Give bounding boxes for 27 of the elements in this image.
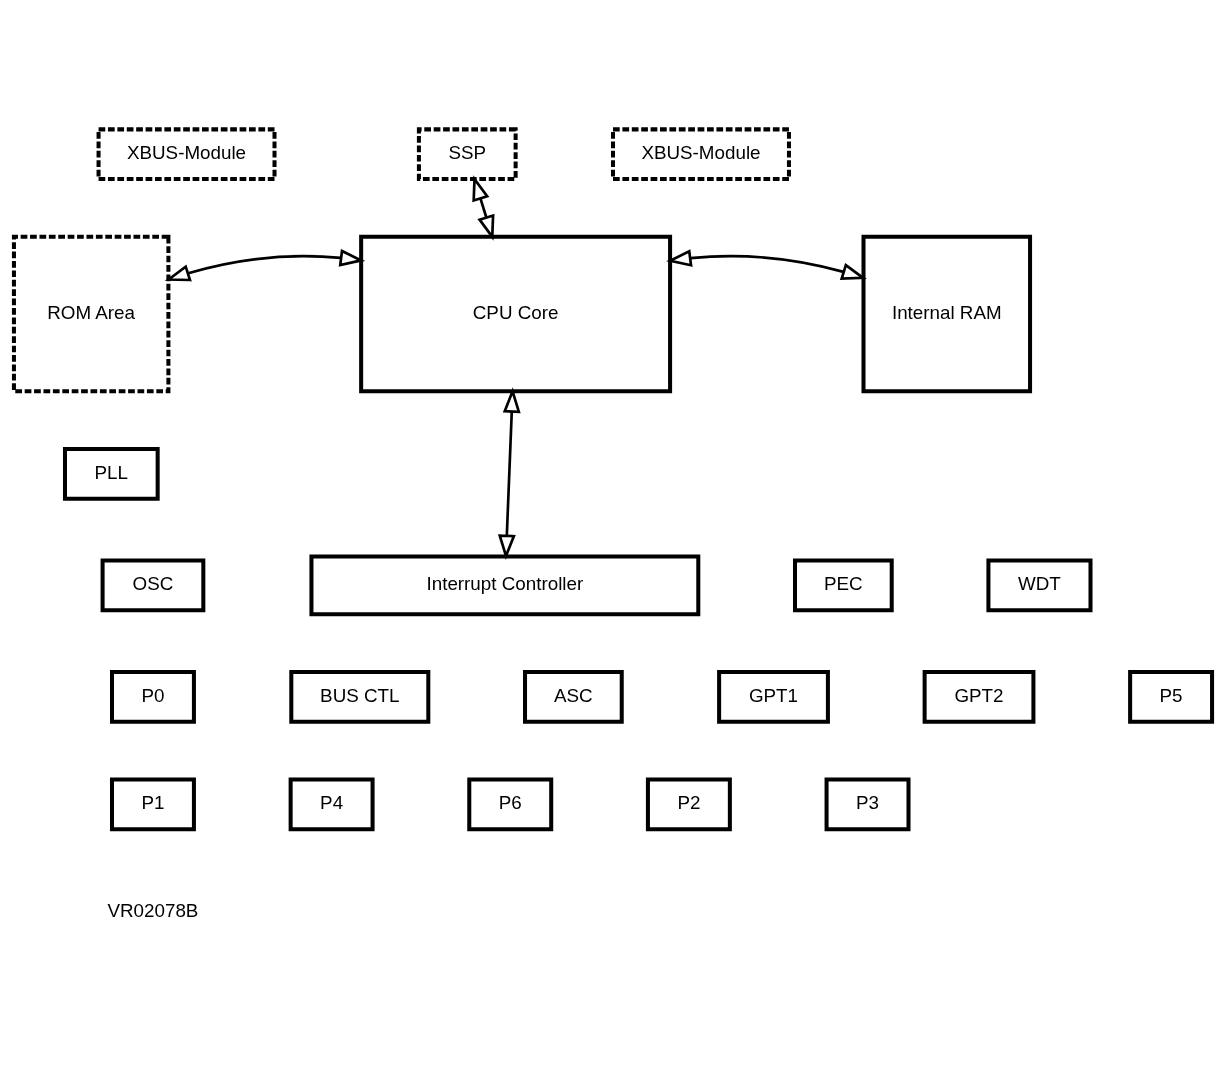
- node-box: PEC: [793, 558, 894, 612]
- node-box: XBUS-Module: [96, 126, 277, 181]
- node-box: P6: [467, 776, 554, 831]
- node-box: WDT: [986, 558, 1093, 612]
- node-box: P3: [824, 776, 911, 831]
- node-box: PLL: [62, 446, 160, 501]
- node-box: ROM Area: [11, 234, 171, 393]
- label: VR02078B: [107, 899, 199, 921]
- arrow: [164, 248, 366, 281]
- node-box: OSC: [100, 558, 206, 612]
- node-box: P2: [645, 776, 732, 831]
- node-box: GPT1: [717, 669, 830, 724]
- node-box: GPT2: [922, 669, 1036, 724]
- arrow: [472, 174, 495, 241]
- node-box: P5: [1128, 669, 1215, 724]
- arrow: [666, 248, 867, 280]
- node-box: BUS CTL: [289, 669, 431, 724]
- node-box: ASC: [523, 669, 624, 724]
- node-box: P1: [109, 776, 196, 831]
- node-box: SSP: [416, 126, 518, 181]
- node-box: P4: [288, 776, 375, 831]
- node-box: Internal RAM: [861, 234, 1033, 393]
- node-box: CPU Core: [359, 234, 673, 393]
- node-box: XBUS-Module: [611, 126, 791, 181]
- node-box: Interrupt Controller: [309, 554, 701, 616]
- arrow: [497, 386, 521, 560]
- node-box: P0: [109, 669, 196, 724]
